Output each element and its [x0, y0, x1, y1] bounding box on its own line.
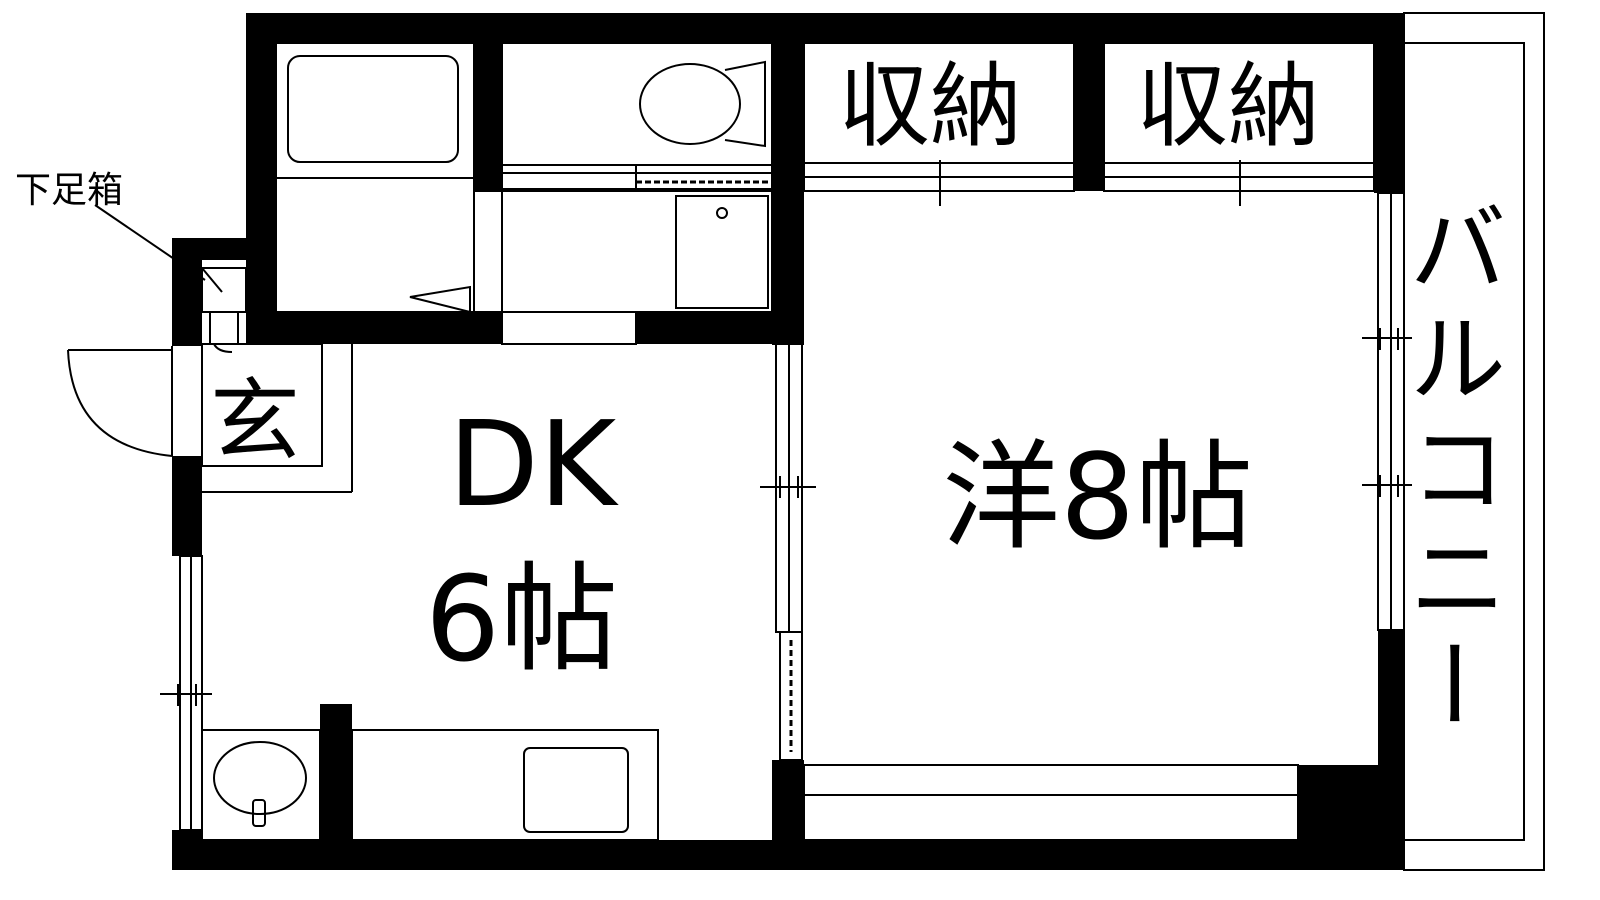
- storage-label-2: 収納: [1136, 53, 1320, 160]
- dk-size-label: 6帖: [425, 550, 618, 688]
- shoe-box-label: 下足箱: [15, 170, 123, 211]
- balcony-char-4: ニ: [1410, 524, 1506, 636]
- balcony-label: バ ル コ ニ ー: [1395, 194, 1507, 731]
- balcony: [1403, 12, 1545, 871]
- entrance-area: [67, 343, 353, 493]
- toilet: [501, 42, 773, 190]
- washing-machine-space: [409, 190, 773, 345]
- sliding-door-partition: [760, 343, 816, 761]
- balcony-char-1: バ: [1410, 194, 1506, 306]
- western-room-label: 洋8帖: [942, 428, 1253, 566]
- balcony-char-5: ー: [1395, 635, 1507, 731]
- entrance-label: 玄: [210, 369, 300, 474]
- western-bottom-shelf: [803, 764, 1299, 841]
- washbasin: [201, 729, 321, 841]
- walls: [172, 13, 1404, 870]
- shoe-box: [94, 204, 247, 353]
- storage-closets: [803, 42, 1375, 206]
- dk-window: [160, 555, 212, 831]
- dk-label: DK: [448, 395, 619, 533]
- storage-label-1: 収納: [838, 53, 1022, 160]
- kitchen-counter: [351, 729, 659, 841]
- balcony-char-3: コ: [1410, 414, 1506, 526]
- balcony-char-2: ル: [1410, 304, 1506, 416]
- bathtub: [275, 42, 475, 313]
